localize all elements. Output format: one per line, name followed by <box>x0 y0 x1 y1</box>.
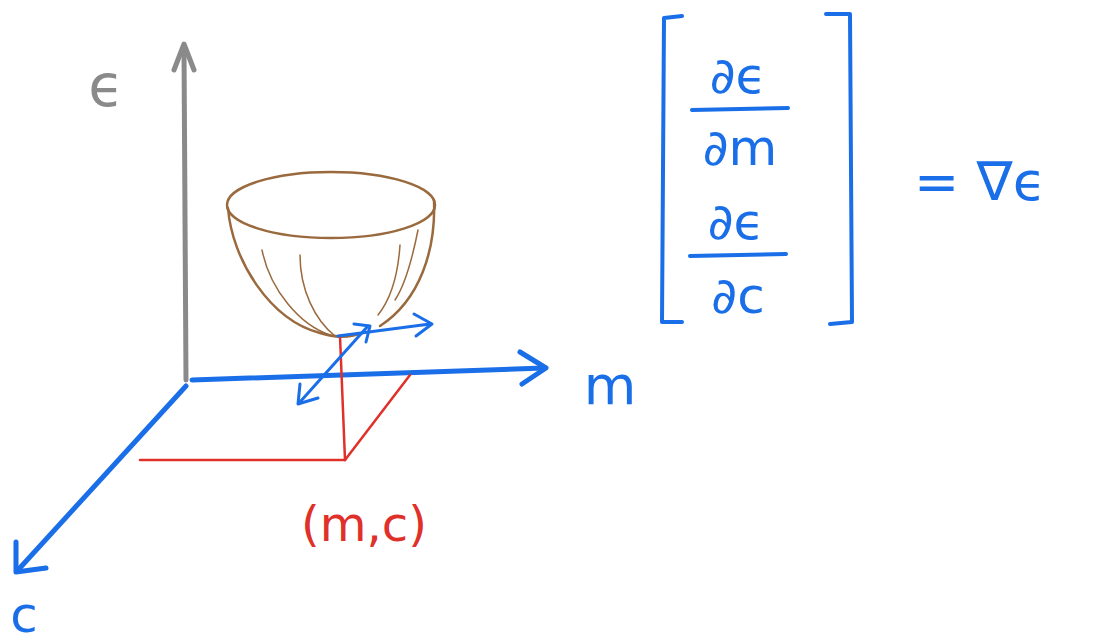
partial-denominator: ∂c <box>711 271 764 321</box>
axis-label: c <box>10 590 38 640</box>
axis-label: m <box>584 359 637 413</box>
c-axis <box>16 386 186 572</box>
partial-numerator: ∂ϵ <box>708 197 765 247</box>
point-label: (m,c) <box>301 500 427 548</box>
m-axis <box>192 352 546 384</box>
partial-denominator: ∂m <box>703 123 778 173</box>
error-bowl <box>227 172 435 337</box>
projection-lines <box>140 336 410 460</box>
axis-label: ϵ <box>88 57 124 115</box>
gradient-arrows <box>298 314 432 404</box>
partial-numerator: ∂ϵ <box>710 51 767 101</box>
matrix-brackets <box>662 14 852 324</box>
gradient-symbol: = ∇ϵ <box>914 155 1046 209</box>
error-axis <box>174 44 194 380</box>
